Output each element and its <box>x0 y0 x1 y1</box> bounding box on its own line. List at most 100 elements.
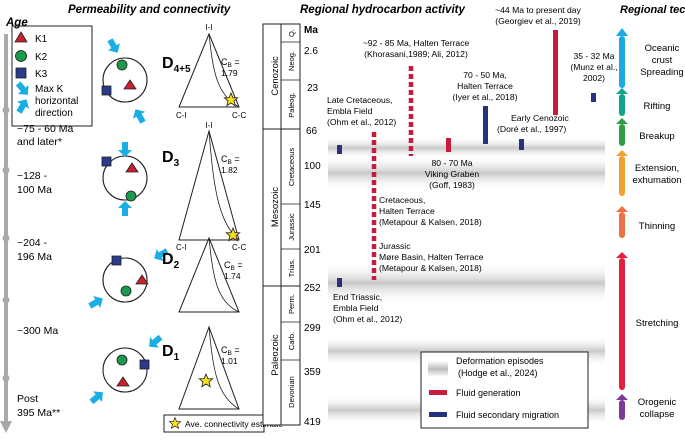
period-carboniferous: Carb. <box>287 332 296 350</box>
tectonic-bar <box>619 400 625 420</box>
tectonic-oceanic-spreading: Oceanic crust Spreading <box>616 28 684 88</box>
k2-circle-icon <box>125 190 137 202</box>
tectonic-label-line3: Spreading <box>640 67 683 78</box>
legend-fluid-generation: Fluid generation <box>456 388 521 398</box>
age-label-d2-line1: ~204 - <box>17 237 48 249</box>
stereonet-circle <box>102 57 148 103</box>
annotation-end-triassic-line1: End Triassic, <box>333 292 382 302</box>
legend-fluid-migration: Fluid secondary migration <box>456 410 559 420</box>
tectonic-bar <box>619 124 625 146</box>
k2-circle-icon <box>120 285 132 297</box>
ma-tick: 2.6 <box>304 46 318 57</box>
annotation-80-70-line3: (Goff, 1983) <box>429 180 475 190</box>
ma-ticks: Ma 2.6 23 66 100 145 201 252 299 359 419 <box>304 25 321 428</box>
k3-square-icon <box>15 67 27 79</box>
k1-triangle-icon <box>135 274 149 285</box>
max-k-label-line1: Max K <box>35 84 64 95</box>
age-label-d45-line1: ~75 - 60 Ma <box>17 123 73 135</box>
period-column <box>280 23 301 426</box>
tectonic-label-line2: collapse <box>640 409 675 420</box>
k1-triangle-icon <box>125 162 139 173</box>
cb-label: CB = <box>221 154 240 166</box>
tectonic-bar <box>619 156 625 196</box>
fluid-migration-bar-early-cenozoic <box>519 139 524 150</box>
k1-triangle-icon <box>123 79 137 90</box>
stage-d3: D3 I-I C-I C-C CB = 1.82 <box>101 121 246 252</box>
period-quaternary: Q. <box>287 29 296 37</box>
regional-activity-header: Regional hydrocarbon activity <box>300 4 465 16</box>
max-k-arrow-icon-2 <box>12 95 33 116</box>
era-mesozoic: Mesozoic <box>270 187 281 227</box>
stage-d2: D2 CB = 1.74 <box>86 236 243 313</box>
max-k-arrow-icon <box>86 386 108 408</box>
age-header: Age <box>5 17 28 29</box>
cb-value: 1.01 <box>221 356 238 366</box>
annotation-35-32-line1: 35 - 32 Ma <box>573 51 614 61</box>
annotation-late-cretaceous-line1: Late Cretaceous, <box>327 95 392 105</box>
tectonic-bar <box>619 258 625 390</box>
annotation-end-triassic-line3: (Ohm et al., 2012) <box>333 314 402 324</box>
legend-deformation-line2: (Hodge et al., 2024) <box>458 368 538 378</box>
age-axis-arrowhead <box>0 421 12 433</box>
ma-tick: 419 <box>304 417 321 428</box>
ternary-right-label: C-C <box>232 243 246 252</box>
max-k-arrow-icon <box>118 201 132 216</box>
ternary-curve <box>208 326 240 410</box>
annotation-jurassic-line3: (Metapour & Kalsen, 2018) <box>379 263 482 273</box>
tectonic-breakup: Breakup <box>616 118 675 146</box>
k2-circle-icon <box>116 59 128 71</box>
stereonet-circle <box>102 347 148 393</box>
annotation-jurassic-line2: Møre Basin, Halten Terrace <box>379 252 484 262</box>
max-k-arrow-icon <box>118 142 132 157</box>
annotation-35-32-line3: 2002) <box>583 73 605 83</box>
ternary-triangle <box>178 32 240 108</box>
annotation-44-present-line2: (Georgiev et al., 2019) <box>495 16 581 26</box>
k2-label: K2 <box>35 52 48 63</box>
ma-tick: 201 <box>304 245 321 256</box>
fluid-migration-bar-35-32 <box>591 93 596 102</box>
max-k-label-line3: direction <box>35 108 73 119</box>
annotations: ~92 - 85 Ma, Halten Terrace (Khorasani,1… <box>327 5 618 324</box>
tectonic-bar <box>619 94 625 116</box>
fluid-migration-bar-70-50 <box>483 106 488 144</box>
annotation-cretaceous-line3: (Metapour & Kalsen, 2018) <box>379 217 482 227</box>
annotation-70-50-line2: Halten Terrace <box>457 81 513 91</box>
k3-square-icon <box>139 359 150 370</box>
age-axis-ticks <box>2 106 10 382</box>
deformation-band <box>328 137 605 159</box>
tectonic-label-line2: exhumation <box>632 175 681 186</box>
max-k-arrow-icon <box>12 78 34 100</box>
ternary-triangle <box>178 325 240 410</box>
stage-d1: D1 CB = 1.01 <box>86 325 240 410</box>
annotation-jurassic-line1: Jurassic <box>379 241 411 251</box>
annotation-70-50-line1: 70 - 50 Ma, <box>463 70 506 80</box>
tectonic-label-line1: Oceanic <box>645 43 680 54</box>
ma-tick: 252 <box>304 283 321 294</box>
era-paleozoic: Paleozoic <box>270 334 281 375</box>
annotation-late-cretaceous-line3: (Ohm et al., 2012) <box>327 117 396 127</box>
connectivity-legend-label: Ave. connectivity estimate <box>185 419 283 429</box>
fluid-migration-swatch <box>429 412 447 417</box>
k1-triangle-icon <box>116 376 130 387</box>
period-permian: Perm. <box>287 294 296 314</box>
tectonic-label-line1: Orogenic <box>638 397 677 408</box>
tectonic-label-line1: Extension, <box>635 163 679 174</box>
ternary-top-label: I-I <box>205 121 212 130</box>
tectonic-label: Breakup <box>639 131 674 142</box>
tectonic-bar <box>619 36 625 88</box>
stage-label: D1 <box>162 343 180 363</box>
ma-tick: 359 <box>304 367 321 378</box>
ternary-curve <box>208 237 240 313</box>
age-label-post-line1: Post <box>17 393 38 405</box>
annotation-44-present-line1: ~44 Ma to present day <box>495 5 581 15</box>
stereonet-circle <box>102 257 148 303</box>
era-cenozoic: Cenozoic <box>270 56 281 96</box>
annotation-early-cenozoic-line2: (Doré et al., 1997) <box>497 124 566 134</box>
regional-tectonics-header: Regional tectonics*** <box>620 4 685 16</box>
age-label-d45-line2: and later* <box>17 136 62 148</box>
tectonic-label-line2: crust <box>652 55 673 66</box>
max-k-arrow-icon <box>86 292 107 313</box>
tectonic-orogenic-collapse: Orogenic collapse <box>616 394 677 420</box>
connectivity-star-icon <box>198 373 214 388</box>
